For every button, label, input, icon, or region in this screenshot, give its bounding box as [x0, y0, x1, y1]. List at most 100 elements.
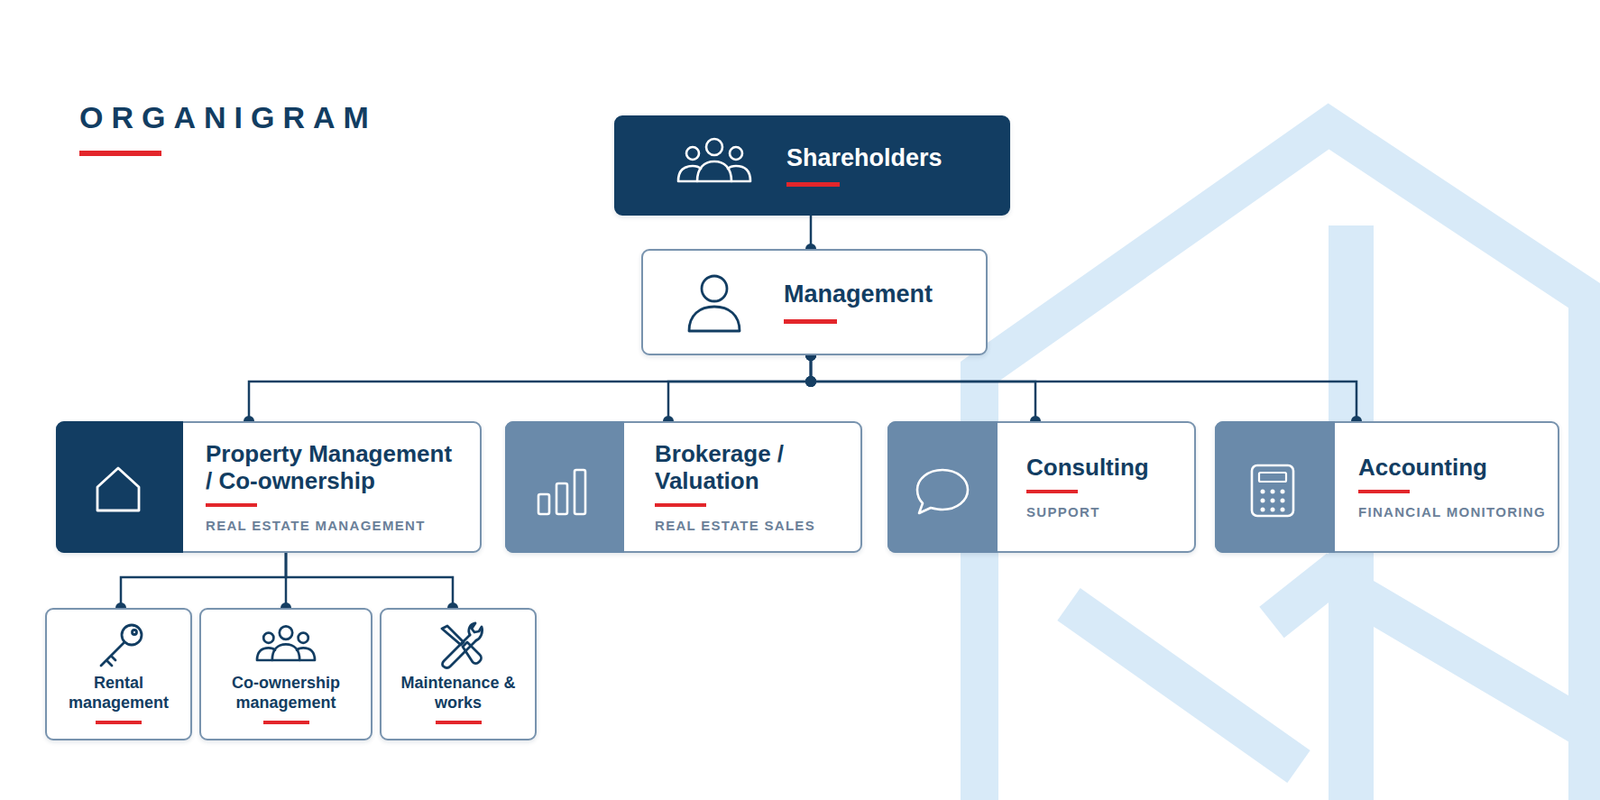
key-icon	[101, 625, 142, 666]
junction-dot	[1351, 415, 1362, 427]
junction-dot	[447, 602, 459, 614]
calculator-key	[1280, 507, 1286, 513]
box-title: Rental management	[52, 672, 185, 725]
org-box: Shareholders	[614, 115, 1011, 216]
connector-line	[120, 552, 286, 608]
junction-dot	[1029, 415, 1041, 427]
calculator-display	[1259, 472, 1287, 482]
icon-head	[298, 633, 309, 644]
icon-body	[257, 647, 276, 661]
text-group: Rental management	[52, 609, 185, 725]
junction-dot	[805, 376, 817, 387]
box-title: Brokerage / Valuation	[654, 441, 836, 508]
speech-bubble-icon	[917, 469, 968, 514]
box-title: Shareholders	[786, 144, 1002, 187]
department-box: AccountingFINANCIAL MONITORING	[1214, 421, 1560, 553]
key-shaft	[101, 642, 125, 666]
text-group: Management	[783, 250, 979, 354]
service-box: Co-ownership management	[199, 607, 373, 741]
wrench-shaft	[442, 634, 478, 669]
icon-head	[686, 147, 699, 160]
junction-dot	[805, 349, 817, 361]
calculator-key	[1270, 507, 1276, 513]
box-subtitle: REAL ESTATE SALES	[654, 517, 856, 534]
key-hole	[132, 630, 138, 635]
icon-body	[678, 165, 701, 182]
connector-line	[248, 355, 811, 422]
watermark-stroke	[1271, 577, 1597, 736]
box-subtitle: FINANCIAL MONITORING	[1358, 504, 1553, 520]
calculator-body	[1251, 465, 1294, 516]
department-box: ConsultingSUPPORT	[887, 421, 1196, 553]
text-group: Property Management / Co-ownershipREAL E…	[205, 422, 475, 552]
connector-line	[810, 355, 1036, 422]
icon-head	[263, 633, 274, 644]
key-bow	[121, 625, 142, 645]
icon-body	[272, 643, 300, 661]
bar-chart-icon	[538, 469, 586, 515]
org-box: Management	[641, 248, 988, 356]
calculator-key	[1270, 489, 1276, 495]
calculator-icon	[1251, 465, 1294, 516]
icon-body	[697, 161, 732, 182]
box-title: Property Management / Co-ownership	[205, 441, 459, 508]
calculator-key	[1260, 489, 1266, 495]
screwdriver-shaft	[441, 625, 464, 645]
title-underline	[79, 150, 162, 157]
calculator-keys	[1260, 489, 1286, 513]
box-title: Accounting	[1358, 454, 1553, 495]
people-icon	[257, 625, 315, 661]
box-title: Maintenance & works	[386, 672, 530, 725]
connector-line	[285, 552, 453, 608]
connector-line	[810, 355, 1357, 422]
person-icon	[689, 275, 740, 332]
junction-dot	[805, 376, 817, 387]
box-subtitle: REAL ESTATE MANAGEMENT	[205, 517, 475, 534]
calculator-key	[1270, 498, 1276, 504]
junction-dot	[243, 415, 255, 427]
junction-dot	[805, 376, 817, 387]
junction-dot	[662, 415, 674, 427]
text-group: AccountingFINANCIAL MONITORING	[1358, 422, 1553, 552]
text-group: Shareholders	[786, 117, 1002, 214]
people-icon	[678, 138, 751, 182]
icon-head	[729, 147, 743, 160]
icon-head	[701, 275, 727, 302]
screwdriver-handle	[462, 642, 482, 664]
watermark-stroke	[1068, 604, 1299, 767]
junction-dot	[805, 349, 817, 361]
box-title: Co-ownership management	[206, 672, 366, 725]
text-group: ConsultingSUPPORT	[1026, 422, 1189, 552]
icon-body	[296, 647, 315, 661]
junction-dot	[280, 602, 292, 614]
junction-dot	[805, 243, 817, 255]
box-title: Management	[783, 280, 979, 323]
junction-dot	[805, 349, 817, 361]
icon-body	[727, 165, 751, 182]
icon-head	[279, 625, 293, 639]
icon-head	[706, 138, 723, 156]
calculator-key	[1260, 507, 1266, 513]
icon-bar	[574, 469, 586, 515]
junction-dot	[115, 602, 127, 614]
tools-icon	[441, 623, 483, 669]
junction-dot	[805, 349, 817, 361]
junction-dot	[805, 376, 817, 387]
service-box: Rental management	[45, 607, 193, 741]
text-group: Maintenance & works	[386, 609, 530, 725]
icon-bar	[556, 483, 568, 515]
wrench-head	[468, 623, 483, 641]
text-group: Brokerage / ValuationREAL ESTATE SALES	[654, 422, 856, 552]
icon-panel	[887, 421, 998, 553]
calculator-key	[1260, 498, 1266, 504]
box-title: Consulting	[1026, 454, 1189, 495]
calculator-key	[1280, 498, 1286, 504]
icon-bar	[538, 494, 550, 515]
box-subtitle: SUPPORT	[1026, 504, 1189, 520]
text-group: Co-ownership management	[206, 609, 366, 725]
house-watermark	[979, 126, 1597, 800]
